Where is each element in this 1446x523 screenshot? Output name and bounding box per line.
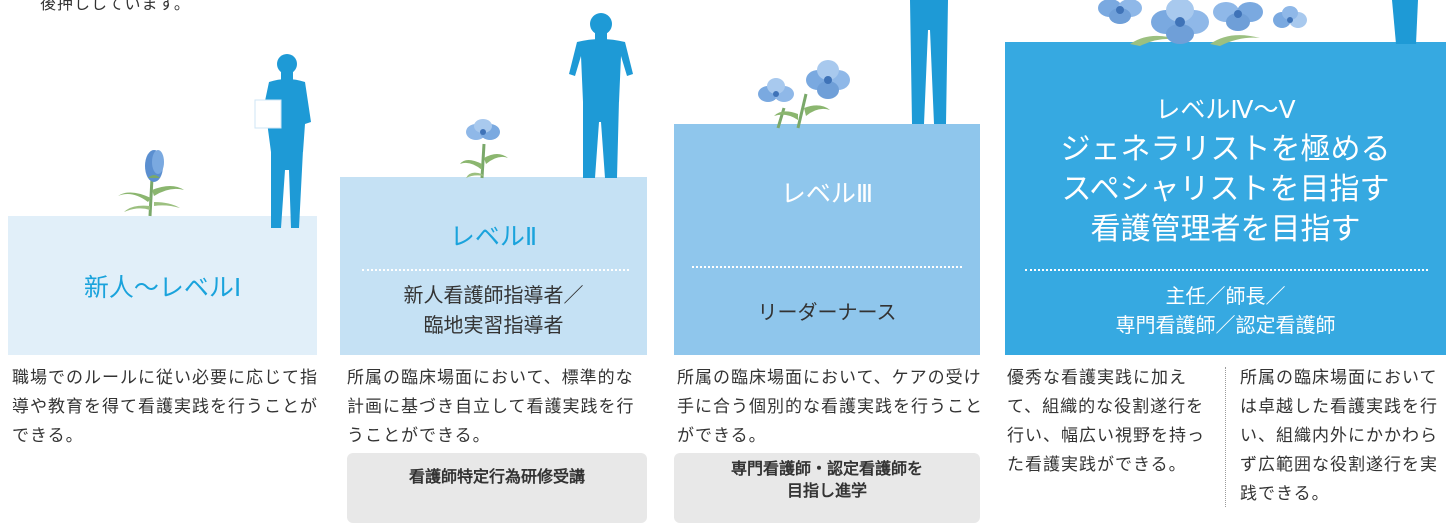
level-2-tag-text: 看護師特定行為研修受講 [408, 467, 585, 486]
column-divider [1225, 367, 1226, 507]
level-2-tag: 看護師特定行為研修受講 [347, 453, 647, 523]
level-3-tag: 専門看護師・認定看護師を 目指し進学 [674, 453, 980, 523]
person-legs-icon [910, 0, 948, 124]
level-3-role: リーダーナース [757, 300, 897, 324]
level-3-title: レベルⅢ [780, 179, 874, 208]
level-4-5-role-line-2: 専門看護師／認定看護師 [1115, 313, 1336, 337]
level-3-tag-text: 専門看護師・認定看護師を 目指し進学 [674, 453, 980, 502]
flower-bud-icon [118, 150, 184, 217]
level-3-block: レベルⅢ リーダーナース [674, 124, 980, 355]
level-2-role-line-2: 臨地実習指導者 [423, 313, 564, 337]
intro-text: 後押ししています。 [40, 0, 191, 13]
headline-line-3: 看護管理者を目指す [1090, 212, 1361, 247]
flower-bouquet-icon [1098, 0, 1307, 46]
person-silhouette-icon [569, 13, 633, 178]
level-4-5-role-line-1: 主任／師長／ [1165, 284, 1286, 308]
person-legs-icon [1392, 0, 1418, 44]
level-4-5-block: レベルⅣ〜Ⅴ ジェネラリストを極める スペシャリストを目指す 看護管理者を目指す… [1005, 42, 1446, 355]
level-2-block: レベルⅡ 新人看護師指導者／ 臨地実習指導者 [340, 177, 647, 355]
headline-line-1: ジェネラリストを極める [1060, 132, 1391, 167]
divider [692, 266, 962, 268]
divider [1025, 269, 1428, 271]
level-1-description: 職場でのルールに従い必要に応じて指導や教育を得て看護実践を行うことができる。 [12, 368, 318, 446]
level-2-title: レベルⅡ [449, 222, 538, 251]
level-3-tag-line-1: 専門看護師・認定看護師を [730, 459, 923, 478]
nurse-silhouette-icon [254, 54, 311, 228]
level-3-description: 所属の臨床場面において、ケアの受け手に合う個別的な看護実践を行うことができる。 [677, 368, 983, 446]
flower-medium-icon [758, 60, 850, 129]
level-2-role: 新人看護師指導者／ 臨地実習指導者 [340, 280, 647, 340]
level-4-5-description-right: 所属の臨床場面においては卓越した看護実践を行い、組織内外にかかわらず広範囲な役割… [1240, 368, 1438, 504]
level-2-role-line-1: 新人看護師指導者／ [403, 283, 584, 307]
level-4-5-description-left: 優秀な看護実践に加えて、組織的な役割遂行を行い、幅広い視野を持った看護実践ができ… [1007, 368, 1205, 475]
flower-small-icon [460, 119, 508, 179]
headline-line-2: スペシャリストを目指す [1061, 172, 1390, 207]
level-3-tag-line-2: 目指し進学 [786, 481, 867, 500]
divider [362, 269, 629, 271]
level-1-title: 新人〜レベルⅠ [83, 273, 242, 302]
level-4-5-title: レベルⅣ〜Ⅴ [1155, 95, 1296, 124]
level-2-description: 所属の臨床場面において、標準的な計画に基づき自立して看護実践を行うことができる。 [347, 368, 635, 446]
level-4-5-headline: ジェネラリストを極める スペシャリストを目指す 看護管理者を目指す [1005, 130, 1446, 250]
level-1-block: 新人〜レベルⅠ [8, 216, 317, 355]
level-4-5-role: 主任／師長／ 専門看護師／認定看護師 [1005, 282, 1446, 340]
